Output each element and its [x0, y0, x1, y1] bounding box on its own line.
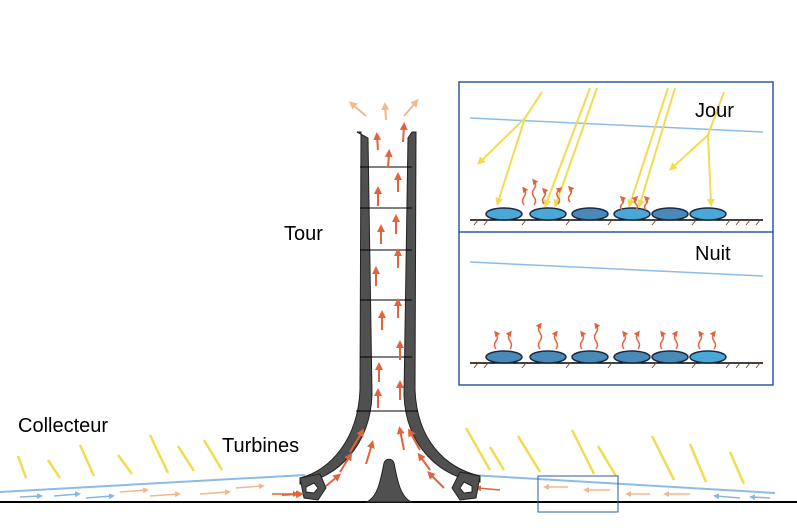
tower-left-wall [299, 131, 373, 485]
night-label: Nuit [695, 243, 731, 265]
tower-central-cone [365, 458, 413, 503]
turbine-right [451, 471, 481, 501]
tower [299, 131, 481, 503]
collector-roof-right [469, 474, 776, 494]
day-section: Jour [469, 87, 764, 226]
day-water-bags [485, 207, 727, 221]
tower-exhaust [348, 98, 419, 121]
night-water-bags [485, 350, 727, 364]
turbine-left [299, 473, 327, 501]
day-collector-roof [469, 117, 764, 133]
inset-frame [458, 81, 774, 386]
inset-panel: Jour [458, 81, 774, 386]
night-section: Nuit [469, 243, 764, 369]
collector-airflow-left [19, 483, 299, 500]
turbines-label: Turbines [222, 435, 299, 457]
tower-airflow [281, 122, 445, 499]
collector-roof-left [0, 474, 306, 493]
collector-label: Collecteur [18, 415, 108, 437]
collector-sunrays [16, 427, 746, 485]
day-heat-rising [521, 178, 651, 211]
day-label: Jour [695, 100, 734, 122]
tower-label: Tour [284, 223, 323, 245]
collector-airflow-right [475, 484, 771, 501]
night-collector-roof [469, 261, 764, 277]
zoom-reference-box [537, 475, 619, 513]
night-heat-rising [493, 322, 717, 350]
